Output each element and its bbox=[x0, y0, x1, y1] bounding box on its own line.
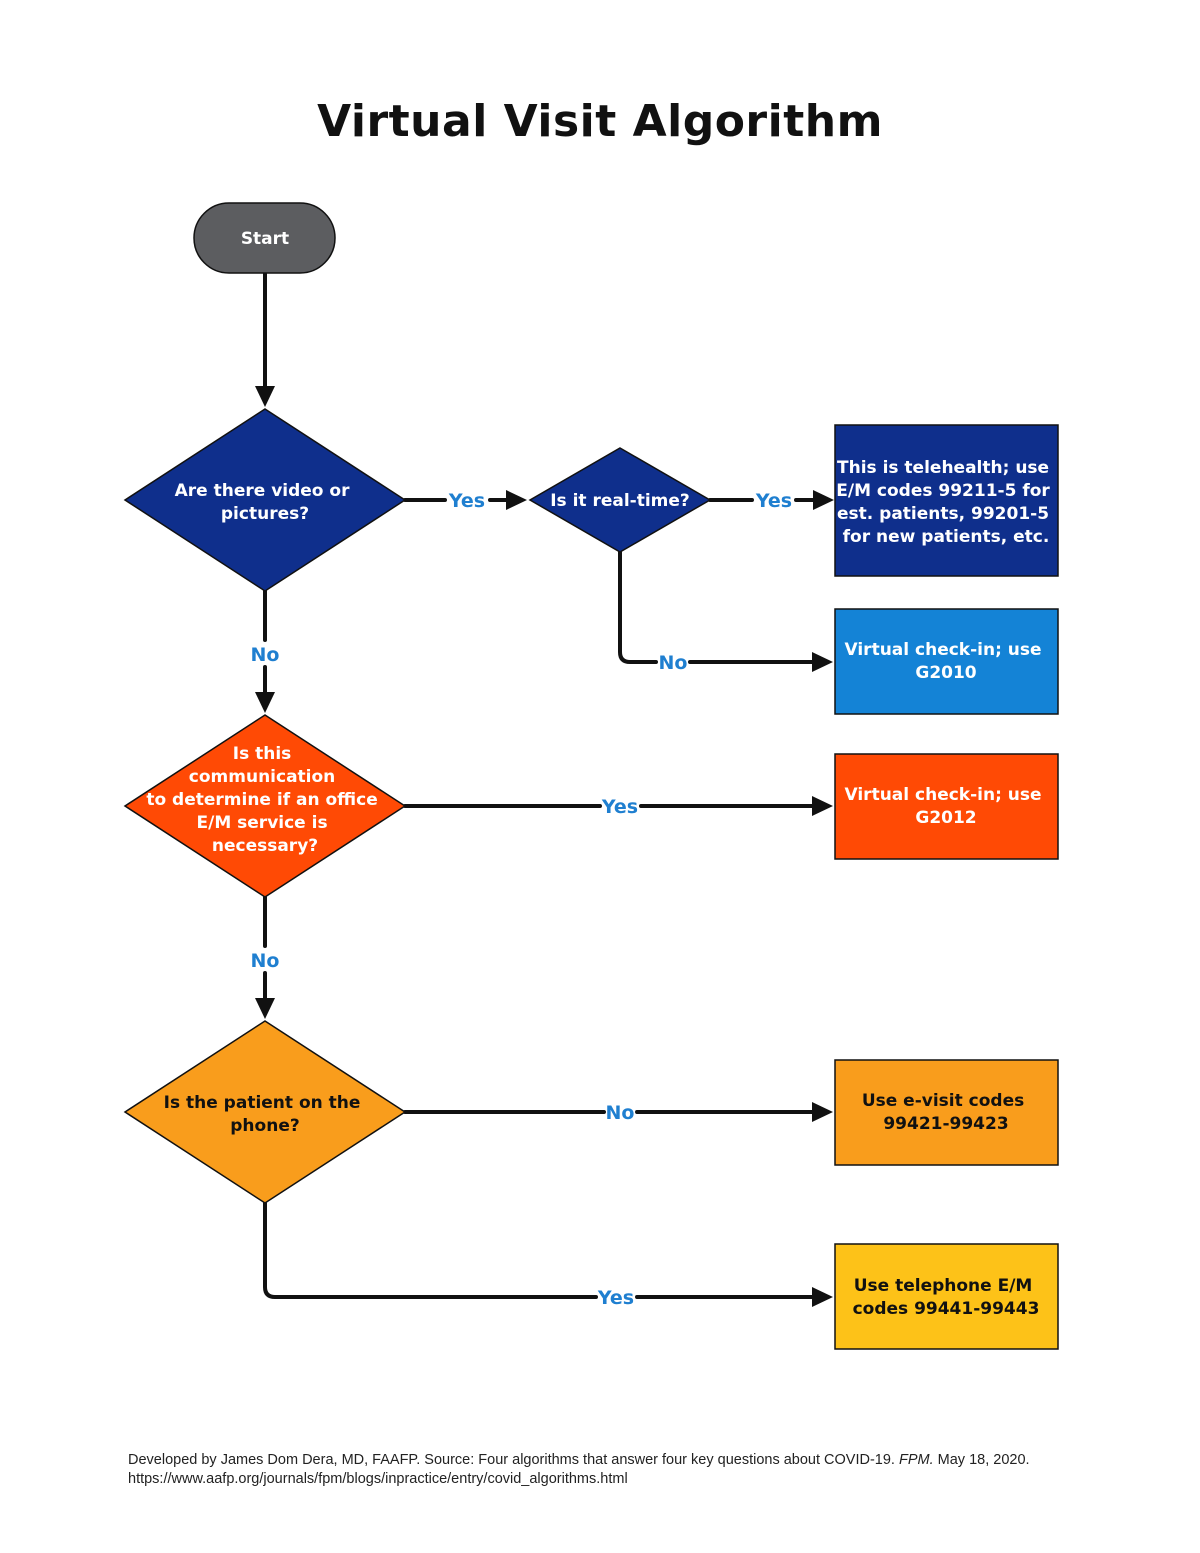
decision-diamond bbox=[528, 447, 712, 553]
node-result-evisit: Use e-visit codes 99421-99423 bbox=[834, 1059, 1059, 1166]
question-phone-text: Is the patient on the phone? bbox=[164, 1093, 367, 1136]
result-evisit-text: Use e-visit codes 99421-99423 bbox=[862, 1091, 1030, 1134]
node-question-office: Is this communication to determine if an… bbox=[123, 714, 407, 898]
edge-label-phone-no: No bbox=[606, 1102, 635, 1124]
result-box bbox=[834, 753, 1059, 860]
result-g2010-text: Virtual check-in; use G2010 bbox=[845, 640, 1048, 683]
edge-label-office-no: No bbox=[251, 950, 280, 972]
result-evisit-line: 99421-99423 bbox=[883, 1114, 1008, 1134]
edge-label-realtime-yes: Yes bbox=[755, 490, 792, 512]
result-telephone-text: Use telephone E/M codes 99441-99443 bbox=[853, 1276, 1040, 1319]
edge-label-realtime-no: No bbox=[659, 652, 688, 674]
result-g2010-line: Virtual check-in; use bbox=[845, 640, 1042, 660]
result-box bbox=[834, 1059, 1059, 1166]
edge-labels: Yes Yes No No Yes No No Yes bbox=[251, 490, 793, 1309]
question-video-line: pictures? bbox=[221, 504, 309, 524]
arrowhead bbox=[813, 490, 834, 510]
edge-label-phone-yes: Yes bbox=[597, 1287, 634, 1309]
question-office-line: E/M service is bbox=[197, 813, 328, 833]
node-start: Start bbox=[193, 202, 336, 274]
result-telehealth-line: for new patients, etc. bbox=[843, 527, 1050, 547]
question-office-line: Is this bbox=[233, 744, 292, 764]
question-realtime-line: Is it real-time? bbox=[550, 491, 690, 511]
edge-phone-yes bbox=[263, 1201, 814, 1299]
node-question-phone: Is the patient on the phone? bbox=[123, 1020, 407, 1204]
arrowhead bbox=[506, 490, 527, 510]
node-question-video: Are there video or pictures? bbox=[123, 408, 407, 592]
edge-label-office-yes: Yes bbox=[601, 796, 638, 818]
result-telephone-line: Use telephone E/M bbox=[854, 1276, 1033, 1296]
node-result-telephone: Use telephone E/M codes 99441-99443 bbox=[834, 1243, 1059, 1350]
result-telehealth-line: E/M codes 99211-5 for bbox=[836, 481, 1050, 501]
result-evisit-line: Use e-visit codes bbox=[862, 1091, 1024, 1111]
result-telehealth-text: This is telehealth; use E/M codes 99211-… bbox=[836, 458, 1055, 547]
question-office-line: communication bbox=[189, 767, 336, 787]
question-office-line: necessary? bbox=[212, 836, 318, 856]
question-office-line: to determine if an office bbox=[146, 790, 377, 810]
result-g2012-line: Virtual check-in; use bbox=[845, 785, 1042, 805]
page-title: Virtual Visit Algorithm bbox=[317, 96, 883, 147]
arrowhead bbox=[812, 1287, 833, 1307]
edges bbox=[255, 271, 834, 1307]
node-result-telehealth: This is telehealth; use E/M codes 99211-… bbox=[834, 424, 1059, 577]
decision-diamond bbox=[123, 408, 407, 592]
question-video-line: Are there video or bbox=[175, 481, 350, 501]
footer-date: May 18, 2020. bbox=[933, 1452, 1030, 1468]
result-g2010-line: G2010 bbox=[915, 663, 976, 683]
decision-diamond bbox=[123, 1020, 407, 1204]
edge-label-video-yes: Yes bbox=[448, 490, 485, 512]
arrowhead bbox=[812, 652, 833, 672]
arrowhead bbox=[812, 1102, 833, 1122]
footer-citation: Developed by James Dom Dera, MD, FAAFP. … bbox=[128, 1451, 1128, 1489]
footer-line-1: Developed by James Dom Dera, MD, FAAFP. … bbox=[128, 1451, 1128, 1470]
result-box bbox=[834, 608, 1059, 715]
result-g2012-line: G2012 bbox=[915, 808, 976, 828]
footer-journal: FPM. bbox=[899, 1452, 934, 1468]
node-result-g2012: Virtual check-in; use G2012 bbox=[834, 753, 1059, 860]
node-result-g2010: Virtual check-in; use G2010 bbox=[834, 608, 1059, 715]
edge-label-video-no: No bbox=[251, 644, 280, 666]
node-question-realtime: Is it real-time? bbox=[528, 447, 712, 553]
result-telephone-line: codes 99441-99443 bbox=[853, 1299, 1040, 1319]
result-box bbox=[834, 1243, 1059, 1350]
arrowhead bbox=[255, 998, 275, 1019]
result-g2012-text: Virtual check-in; use G2012 bbox=[845, 785, 1048, 828]
arrowhead bbox=[255, 386, 275, 407]
start-label: Start bbox=[241, 229, 289, 249]
question-phone-line: phone? bbox=[230, 1116, 299, 1136]
arrowhead bbox=[812, 796, 833, 816]
result-box bbox=[834, 424, 1059, 577]
start-terminal bbox=[193, 202, 336, 274]
arrowhead bbox=[255, 692, 275, 713]
question-video-text: Are there video or pictures? bbox=[175, 481, 356, 524]
footer-source-text: Developed by James Dom Dera, MD, FAAFP. … bbox=[128, 1452, 899, 1468]
question-phone-line: Is the patient on the bbox=[164, 1093, 361, 1113]
result-telehealth-line: est. patients, 99201-5 bbox=[837, 504, 1049, 524]
footer-url[interactable]: https://www.aafp.org/journals/fpm/blogs/… bbox=[128, 1471, 628, 1487]
result-telehealth-line: This is telehealth; use bbox=[837, 458, 1049, 478]
question-office-text: Is this communication to determine if an… bbox=[146, 744, 383, 856]
edge-realtime-no bbox=[618, 550, 814, 664]
decision-diamond bbox=[123, 714, 407, 898]
question-realtime-text: Is it real-time? bbox=[550, 491, 690, 511]
